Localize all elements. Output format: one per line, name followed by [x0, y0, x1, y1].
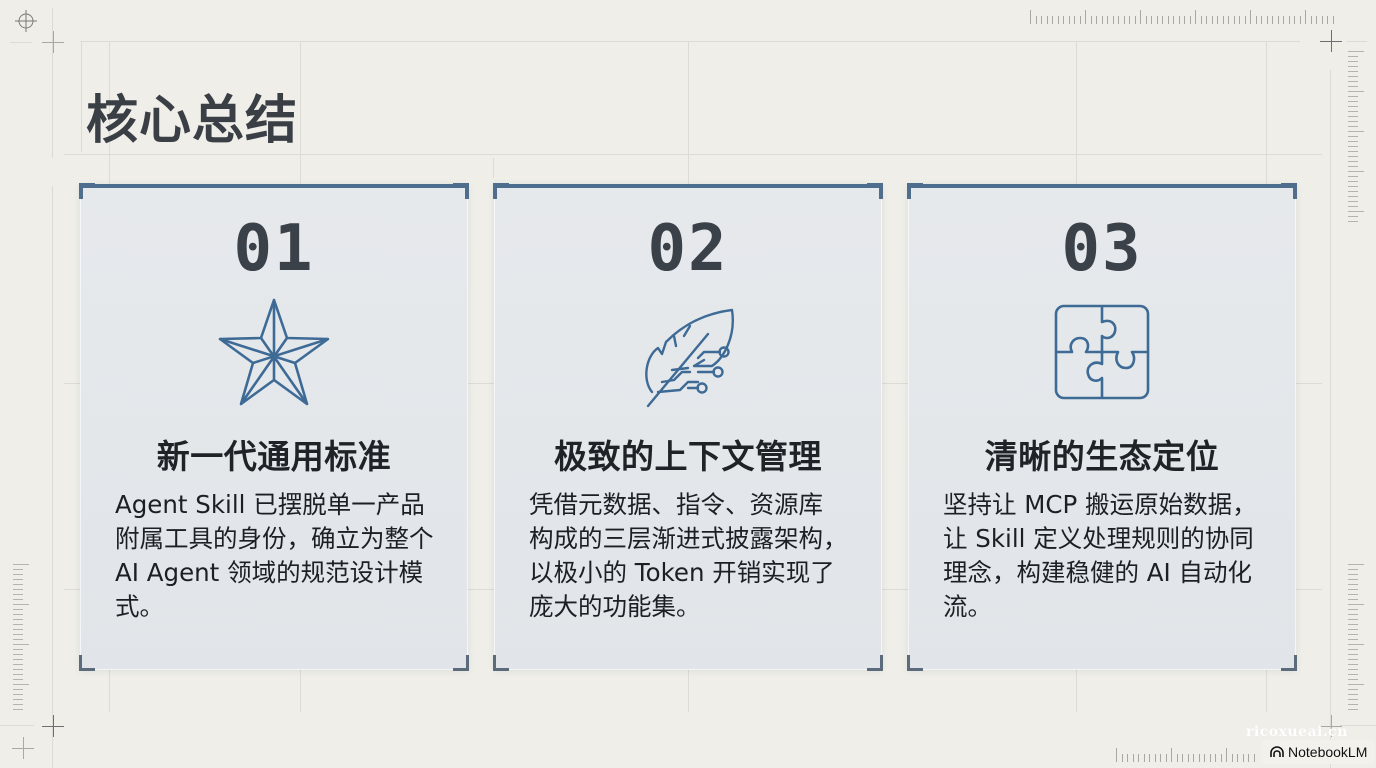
plus-marker-icon — [12, 737, 34, 759]
notebooklm-logo-icon — [1270, 746, 1284, 757]
watermark-text: ricoxueai.cn — [1246, 724, 1348, 740]
card-heading: 极致的上下文管理 — [554, 437, 822, 476]
grid-line — [52, 186, 53, 768]
plus-marker-icon — [42, 31, 64, 53]
plus-marker-icon — [1320, 715, 1342, 737]
grid-line — [10, 42, 32, 43]
corner-bracket — [79, 655, 95, 671]
card-heading: 清晰的生态定位 — [984, 437, 1220, 476]
corner-bracket — [907, 183, 923, 199]
corner-bracket — [1281, 655, 1297, 671]
card-heading: 新一代通用标准 — [156, 437, 392, 476]
grid-line — [493, 158, 494, 178]
card-body: 坚持让 MCP 搬运原始数据， 让 Skill 定义处理规则的协同 理念，构建稳… — [943, 488, 1274, 624]
plus-marker-icon — [1320, 30, 1342, 52]
body-line: 流。 — [943, 592, 992, 621]
corner-bracket — [867, 655, 883, 671]
plus-marker-icon — [42, 715, 64, 737]
star-icon — [214, 296, 334, 410]
grid-line — [1340, 725, 1376, 726]
left-ruler — [13, 564, 29, 714]
body-line: AI Agent 领域的规范设计模 — [115, 558, 424, 587]
puzzle-icon — [1042, 296, 1162, 410]
summary-card-1: 01 新一代通用标准 Agent Skill 已摆脱单一产品 附属工具的身份，确… — [79, 183, 469, 671]
body-line: 附属工具的身份，确立为整个 — [115, 524, 434, 553]
brand-label: NotebookLM — [1288, 744, 1368, 760]
grid-line — [81, 42, 82, 152]
card-top-border — [908, 184, 1296, 188]
summary-card-2: 02 极致的上下文管理 凭借元数据、指令、资源库 构成的三层渐进式披露架构， 以… — [493, 183, 883, 671]
body-line: Agent Skill 已摆脱单一产品 — [115, 490, 425, 519]
top-ruler — [1030, 10, 1338, 24]
body-line: 以极小的 Token 开销实现了 — [529, 558, 835, 587]
body-line: 构成的三层渐进式披露架构， — [529, 524, 848, 553]
card-body: 凭借元数据、指令、资源库 构成的三层渐进式披露架构， 以极小的 Token 开销… — [529, 488, 860, 624]
corner-bracket — [907, 655, 923, 671]
crosshair-target-icon — [15, 10, 37, 32]
notebooklm-badge[interactable]: NotebookLM — [1262, 740, 1376, 764]
card-body: Agent Skill 已摆脱单一产品 附属工具的身份，确立为整个 AI Age… — [115, 488, 446, 624]
circuit-feather-icon — [628, 296, 748, 410]
corner-bracket — [453, 183, 469, 199]
corner-bracket — [1281, 183, 1297, 199]
card-top-border — [80, 184, 468, 188]
grid-line — [52, 8, 53, 158]
card-number: 01 — [233, 212, 315, 286]
body-line: 凭借元数据、指令、资源库 — [529, 490, 823, 519]
corner-bracket — [493, 183, 509, 199]
grid-line — [1347, 41, 1367, 42]
card-number: 02 — [647, 212, 729, 286]
corner-bracket — [79, 183, 95, 199]
corner-bracket — [867, 183, 883, 199]
body-line: 庞大的功能集。 — [529, 592, 701, 621]
card-top-border — [494, 184, 882, 188]
right-ruler-bottom — [1348, 564, 1364, 714]
body-line: 式。 — [115, 592, 164, 621]
bottom-ruler — [1116, 748, 1259, 762]
grid-line — [80, 41, 1300, 42]
corner-bracket — [493, 655, 509, 671]
right-ruler-top — [1348, 51, 1364, 226]
page-title: 核心总结 — [86, 91, 299, 151]
summary-card-3: 03 清晰的生态定位 坚持让 MCP 搬运原始数据， 让 Skill 定义处理规… — [907, 183, 1297, 671]
corner-bracket — [453, 655, 469, 671]
grid-line — [1330, 70, 1331, 768]
body-line: 坚持让 MCP 搬运原始数据， — [943, 490, 1257, 519]
grid-line — [0, 725, 34, 726]
card-number: 03 — [1061, 212, 1143, 286]
body-line: 理念，构建稳健的 AI 自动化 — [943, 558, 1253, 587]
body-line: 让 Skill 定义处理规则的协同 — [943, 524, 1254, 553]
grid-line — [64, 154, 1322, 155]
